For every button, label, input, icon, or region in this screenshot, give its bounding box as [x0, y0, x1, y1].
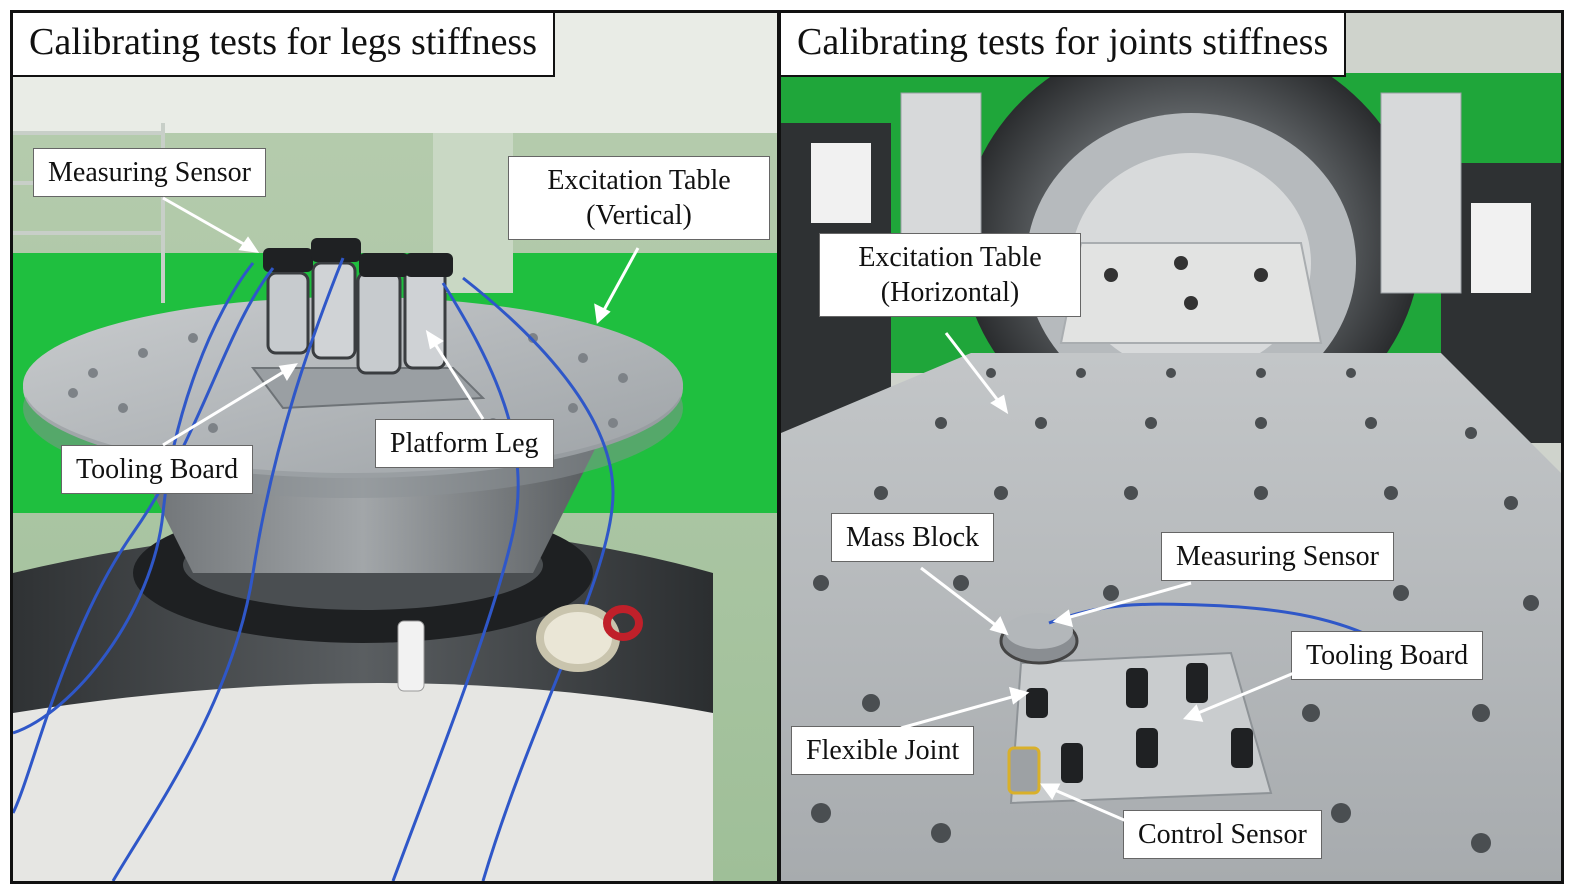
excitation-table-horizontal-label-line1: Excitation Table [858, 242, 1042, 273]
platform-leg-label: Platform Leg [375, 419, 554, 468]
excitation-table-horizontal-label-line2: (Horizontal) [880, 277, 1020, 308]
right-panel-title: Calibrating tests for joints stiffness [781, 13, 1347, 77]
excitation-table-vertical-label: Excitation Table (Vertical) [508, 156, 770, 240]
measuring-sensor-label-left: Measuring Sensor [33, 148, 266, 197]
horizontal-shaker-photo [781, 13, 1561, 881]
flexible-joint-label: Flexible Joint [791, 726, 975, 775]
measuring-sensor-label-right: Measuring Sensor [1161, 532, 1394, 581]
excitation-table-horizontal-label: Excitation Table (Horizontal) [819, 233, 1081, 317]
left-photo-panel: Calibrating tests for legs stiffness Mea… [10, 10, 780, 884]
left-panel-title: Calibrating tests for legs stiffness [13, 13, 556, 77]
tooling-board-label-right: Tooling Board [1291, 631, 1484, 680]
right-photo-panel: Calibrating tests for joints stiffness E… [778, 10, 1564, 884]
excitation-table-vertical-label-line1: Excitation Table [547, 165, 731, 196]
tooling-board-label-left: Tooling Board [61, 445, 254, 494]
mass-block-label: Mass Block [831, 513, 994, 562]
excitation-table-vertical-label-line2: (Vertical) [586, 200, 692, 231]
control-sensor-label: Control Sensor [1123, 810, 1322, 859]
